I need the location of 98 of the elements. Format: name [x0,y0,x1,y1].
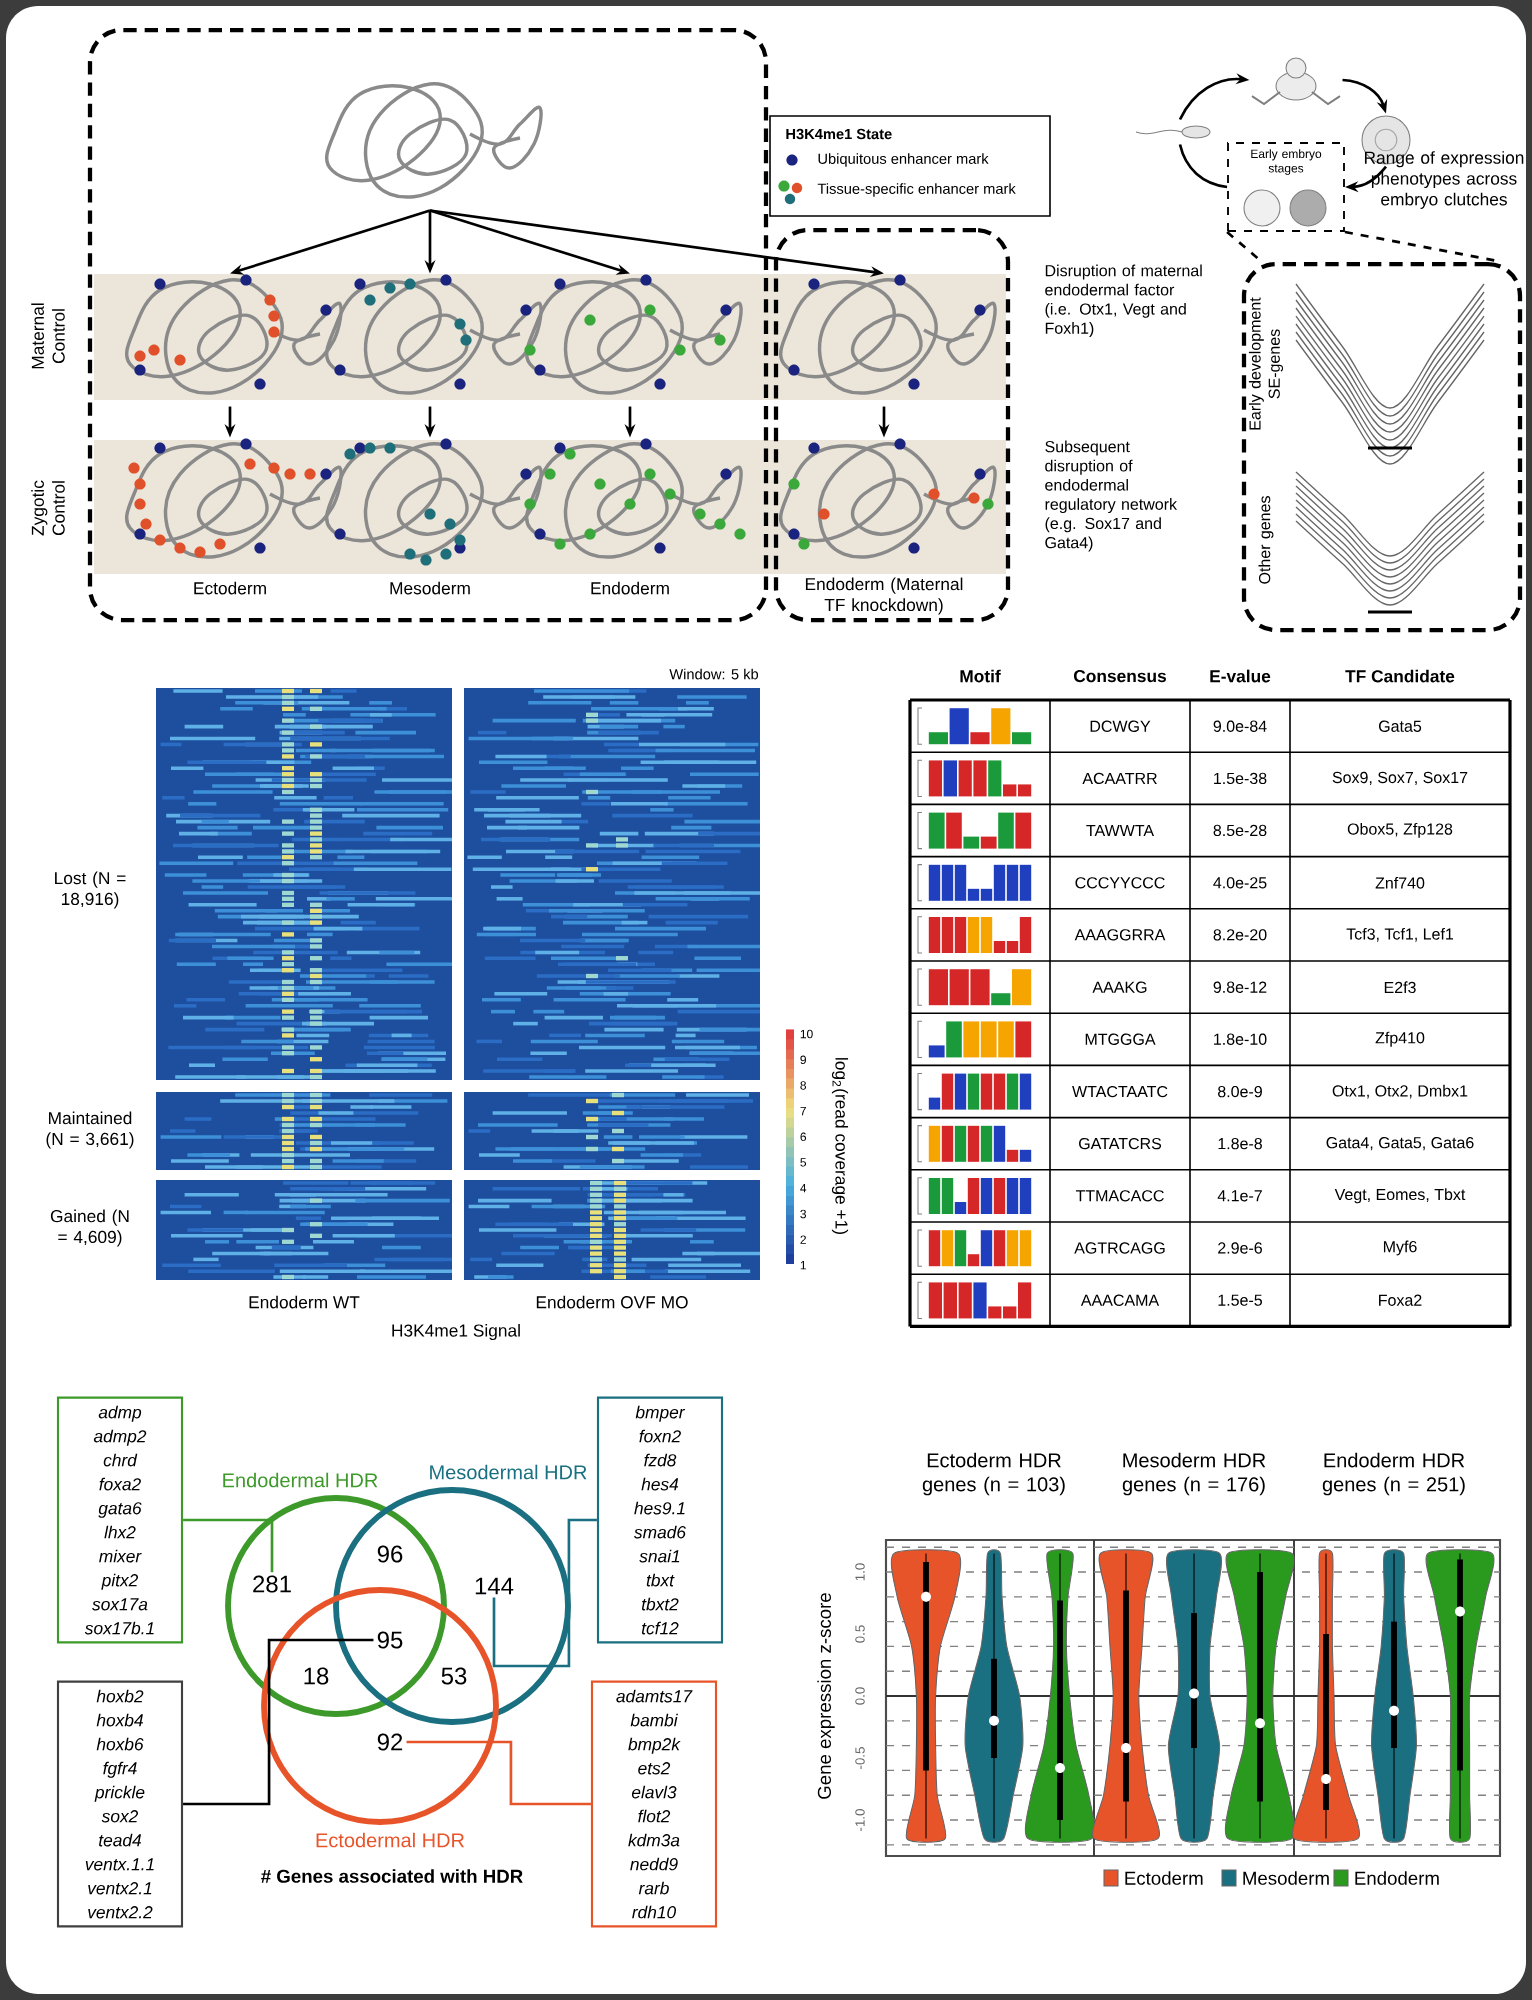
tadpole-drawing [1135,125,1211,139]
count-number: 92 [377,1733,403,1751]
leader-line [183,1638,374,1806]
row-label: Other genes [1258,496,1274,584]
leader-line [492,1518,597,1668]
consensus-sequence: AAAKG [1092,981,1147,993]
consensus-sequence: MTGGGA [1085,1033,1156,1045]
tf-candidate: Sox9, Sox7, Sox17 [1332,771,1468,786]
e-value: 8.2e-20 [1213,929,1267,941]
e-value: 1.5e-38 [1214,772,1267,785]
consensus-sequence: WTACTAATC [1072,1085,1168,1098]
axis-title: log$_{2}$(read coverage +1) [831,1058,849,1234]
count-number: 96 [377,1545,403,1563]
set-label: Ectodermal HDR [316,1832,465,1848]
e-value: 1.8e-10 [1214,1033,1267,1045]
column-header: Consensus [1074,669,1166,683]
germ-layer-label: Mesoderm [390,581,470,595]
chart-title: Mesoderm HDR genes (n = 176) [1122,1452,1266,1496]
germ-layer-label: Endoderm [591,581,669,595]
e-value: 2.9e-6 [1218,1242,1262,1254]
consensus-sequence: AAAGGRRA [1074,929,1166,941]
gene-list-box: admp admp2 chrd foxa2 gata6 lhx2 mixer pitx2 sox17a sox17b.1 [56,1396,184,1644]
tf-candidate: Zfp410 [1375,1031,1425,1047]
row-label: Maternal Control [31,303,65,369]
group-label: Lost (N = 18,916) [55,871,126,909]
chromatin-drawing [324,274,543,395]
gene-list-box: hoxb2 hoxb4 hoxb6 fgfr4 prickle sox2 tead4 ventx.1.1 ventx2.1 ventx2.2 [56,1680,184,1928]
embryo-circle [1289,189,1327,227]
count-number: 281 [253,1575,291,1593]
column-header: E-value [1210,669,1271,683]
gene-list-box: bmper foxn2 fzd8 hes4 hes9.1 smad6 snai1 tbxt tbxt2 tcf12 [596,1396,724,1644]
tf-candidate: E2f3 [1384,981,1416,994]
set-label: Mesodermal HDR [430,1464,587,1480]
tf-candidate: Otx1, Otx2, Dmbx1 [1332,1084,1468,1099]
count-number: 53 [441,1667,467,1685]
consensus-sequence: DCWGY [1090,720,1151,732]
tf-candidate: Gata5 [1379,720,1422,732]
row-label: Early development SE-genes [1248,297,1284,430]
column-header: Motif [960,669,1001,683]
consensus-sequence: AAACAMA [1080,1294,1160,1306]
axis-title: H3K4me1 Signal [392,1323,520,1341]
germ-layer-label: Endoderm (Maternal TF knockdown) [805,577,963,615]
legend-label: Endoderm [1355,1871,1439,1885]
tf-candidate: Gata4, Gata5, Gata6 [1326,1137,1474,1151]
chromatin-drawing [524,274,743,395]
note-text: Range of expression phenotypes across embryo clutches [1364,151,1524,209]
legend-label: Mesoderm [1243,1871,1329,1885]
germ-layer-label: Ectoderm [194,581,266,595]
e-value: 1.5e-5 [1218,1294,1262,1306]
column-header: TF Candidate [1345,669,1455,683]
chromatin-drawing [324,82,543,199]
caption-text: # Genes associated with HDR [261,1869,523,1883]
tf-candidate: Obox5, Zfp128 [1347,822,1453,838]
egg-drawing [1361,115,1411,165]
frog-drawing [1251,57,1341,106]
leader-line [406,1740,591,1806]
tf-candidate: Foxa2 [1379,1294,1422,1306]
dashed-callout-line [1226,230,1263,263]
dashed-panel-box [1241,261,1523,633]
axis-title: Gene expression z-score [817,1593,835,1799]
group-label: Gained (N = 4,609) [50,1209,129,1247]
gene-list-box: adamts17 bambi bmp2k ets2 elavl3 flot2 kdm3a nedd9 rarb rdh10 [590,1680,718,1928]
axis-title: Endoderm WT [249,1295,360,1309]
axis-title: Endoderm OVF MO [536,1295,688,1309]
count-number: 18 [304,1667,329,1685]
chromatin-drawing [778,274,997,395]
tf-candidate: Znf740 [1375,876,1425,889]
e-value: 4.0e-25 [1213,877,1267,889]
row-label: Zygotic Control [31,480,65,536]
dashed-panel-box [87,27,769,623]
e-value: 8.5e-28 [1213,824,1267,837]
legend-label: Ectoderm [1125,1871,1203,1885]
set-label: Endodermal HDR [223,1472,378,1488]
tf-candidate: Vegt, Eomes, Tbxt [1334,1188,1466,1204]
embryo-circle [1243,189,1281,227]
count-number: 95 [377,1631,403,1649]
consensus-sequence: GATATCRS [1079,1137,1162,1150]
chromatin-drawing [124,274,343,395]
consensus-sequence: TTMACACC [1075,1190,1164,1202]
e-value: 1.8e-8 [1218,1137,1262,1150]
consensus-sequence: AGTRCAGG [1074,1242,1165,1254]
note-text: Subsequent disruption of endodermal regulatory network (e.g. Sox17 and Gata4) [1045,440,1178,552]
tf-candidate: Tcf3, Tcf1, Lef1 [1346,928,1453,942]
note-text: Disruption of maternal endodermal factor (i.e. Otx1, Vegt and Foxh1) [1045,264,1202,338]
e-value: 9.0e-84 [1213,720,1267,732]
count-number: 144 [475,1577,514,1595]
chart-title: Ectoderm HDR genes (n = 103) [922,1452,1065,1496]
consensus-sequence: ACAATRR [1082,772,1157,785]
consensus-sequence: CCCYYCCC [1075,877,1165,889]
tf-candidate: Myf6 [1383,1240,1417,1256]
chart-title: Endoderm HDR genes (n = 251) [1322,1452,1465,1496]
consensus-sequence: TAWWTA [1086,824,1155,836]
dashed-panel-box [773,227,1011,623]
group-label: Maintained (N = 3,661) [46,1111,134,1149]
leader-line [183,1518,274,1573]
e-value: 8.0e-9 [1218,1085,1262,1098]
e-value: 4.1e-7 [1217,1190,1262,1202]
e-value: 9.8e-12 [1213,981,1267,993]
